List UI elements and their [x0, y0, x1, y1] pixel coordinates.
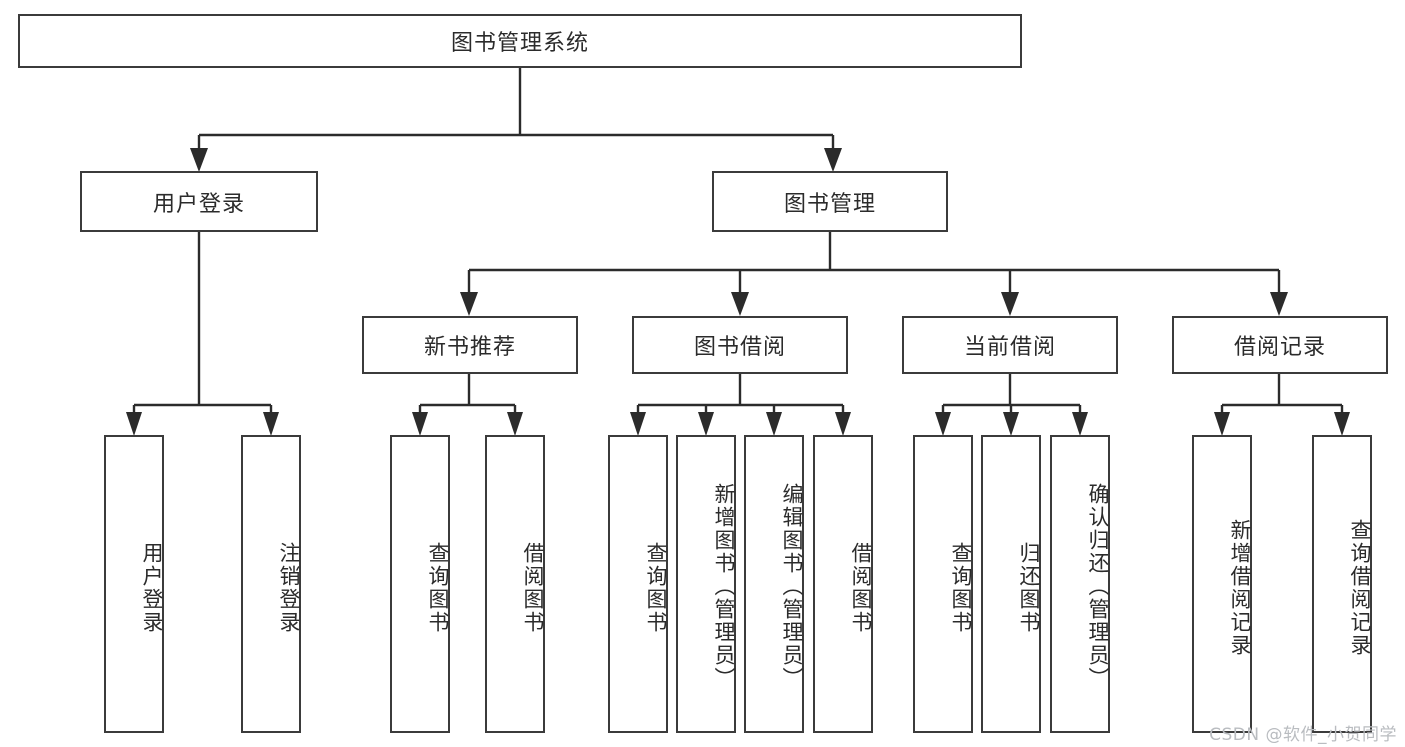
leaf-current-borrow-confirm-return-admin[interactable]: 确认归还（管理员）	[1050, 435, 1110, 733]
leaf-current-borrow-query-book[interactable]: 查询图书	[913, 435, 973, 733]
node-book-management[interactable]: 图书管理	[712, 171, 948, 232]
leaf-user-login-login[interactable]: 用户登录	[104, 435, 164, 733]
node-new-book-recommend[interactable]: 新书推荐	[362, 316, 578, 374]
leaf-book-borrow-borrow-book[interactable]: 借阅图书	[813, 435, 873, 733]
leaf-user-login-logout[interactable]: 注销登录	[241, 435, 301, 733]
node-current-borrow[interactable]: 当前借阅	[902, 316, 1118, 374]
node-user-login[interactable]: 用户登录	[80, 171, 318, 232]
leaf-new-book-query-book[interactable]: 查询图书	[390, 435, 450, 733]
leaf-book-borrow-add-book-admin[interactable]: 新增图书（管理员）	[676, 435, 736, 733]
leaf-book-borrow-edit-book-admin[interactable]: 编辑图书（管理员）	[744, 435, 804, 733]
leaf-current-borrow-return-book[interactable]: 归还图书	[981, 435, 1041, 733]
leaf-borrow-record-add-record[interactable]: 新增借阅记录	[1192, 435, 1252, 733]
node-book-borrow[interactable]: 图书借阅	[632, 316, 848, 374]
leaf-book-borrow-query-book[interactable]: 查询图书	[608, 435, 668, 733]
csdn-watermark: CSDN @软件_小贺同学	[1209, 725, 1397, 745]
leaf-new-book-borrow-book[interactable]: 借阅图书	[485, 435, 545, 733]
leaf-borrow-record-query-record[interactable]: 查询借阅记录	[1312, 435, 1372, 733]
node-borrow-record[interactable]: 借阅记录	[1172, 316, 1388, 374]
node-root-system[interactable]: 图书管理系统	[18, 14, 1022, 68]
